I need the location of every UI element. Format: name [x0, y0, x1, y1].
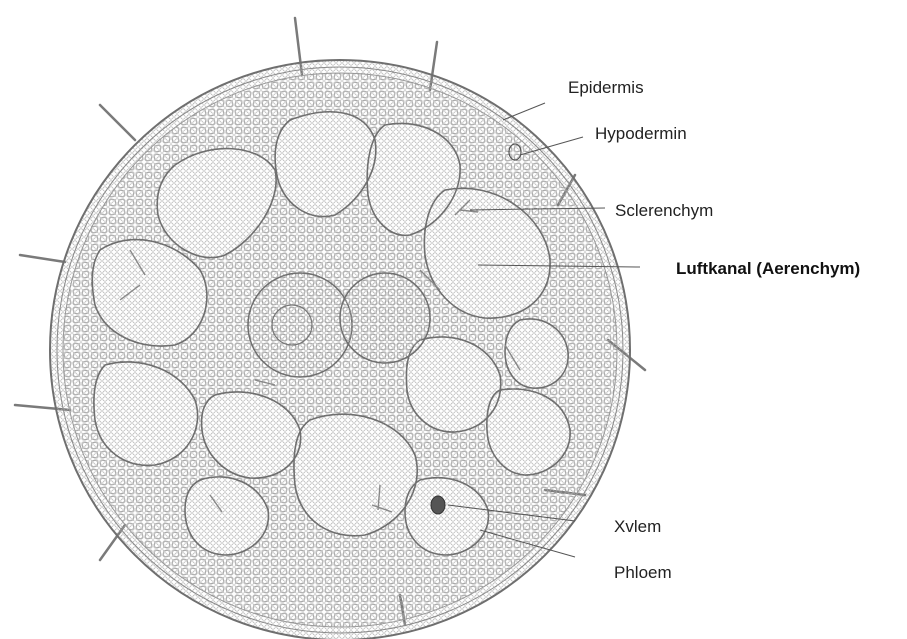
- label-sclerenchym: Sclerenchym: [615, 201, 713, 221]
- label-hypodermin: Hypodermin: [595, 124, 687, 144]
- label-luftkanal: Luftkanal (Aerenchym): [676, 259, 860, 279]
- label-phloem: Phloem: [614, 563, 672, 583]
- xylem-vessel: [431, 496, 445, 514]
- label-xylem: Xvlem: [614, 517, 661, 537]
- label-epidermis: Epidermis: [568, 78, 644, 98]
- leader-epidermis: [503, 103, 545, 120]
